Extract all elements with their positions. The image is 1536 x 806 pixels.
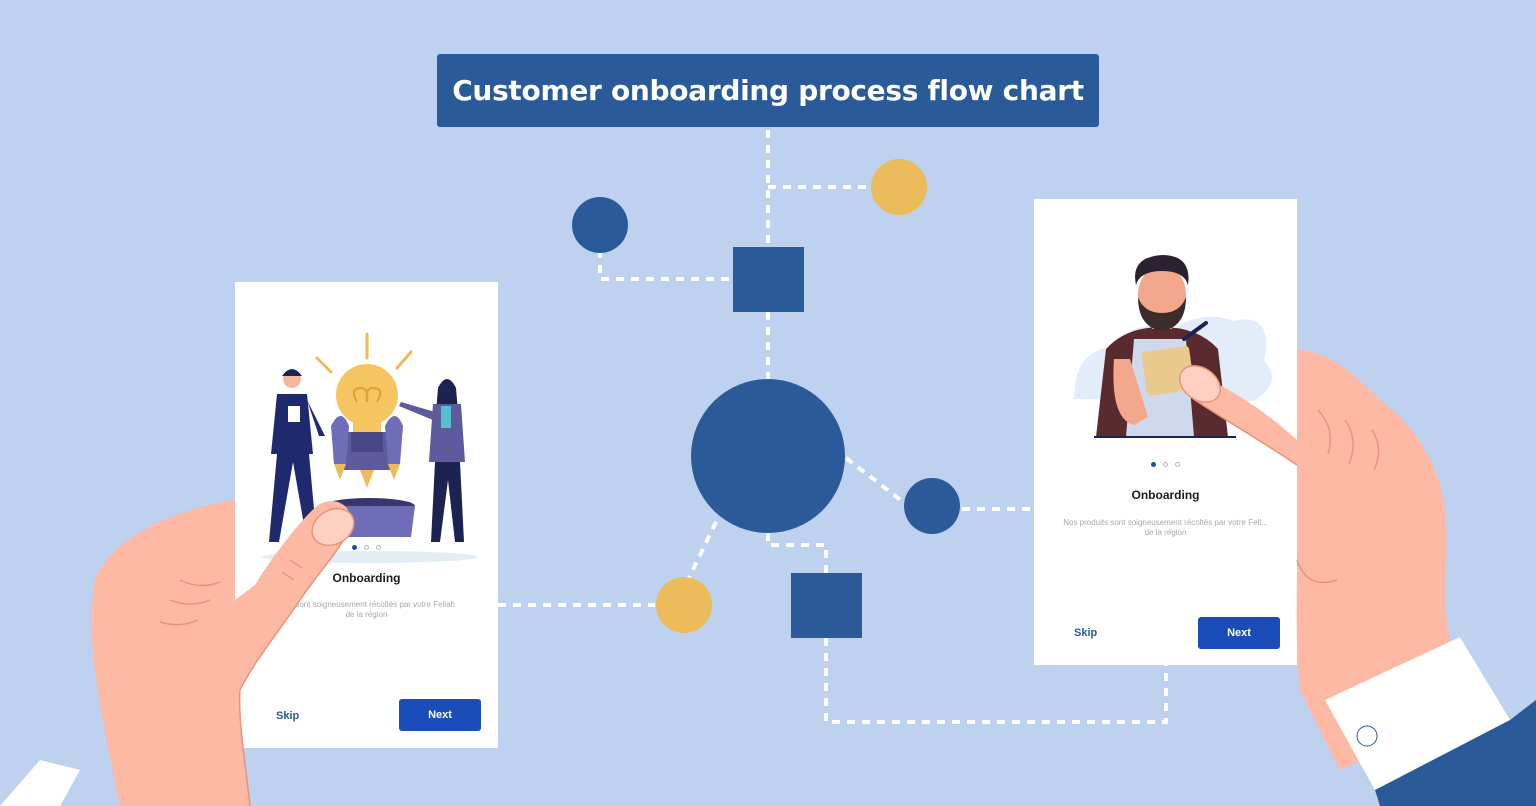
lightbulb-rocket-team-illustration <box>262 332 478 563</box>
next-button[interactable]: Next <box>399 699 481 731</box>
connector-hub-to-yellow-circle-bottom <box>687 521 718 579</box>
page-title: Customer onboarding process flow chart <box>452 74 1084 107</box>
phone-screen-right: Onboarding Nos produits sont soigneuseme… <box>1034 199 1297 665</box>
flow-circle-left <box>572 197 628 253</box>
phone-screen-left: Onboarding ...os sont soigneusement réco… <box>235 282 498 748</box>
accent-circle-top <box>871 159 927 215</box>
skip-button[interactable]: Skip <box>1074 627 1098 639</box>
title-banner: Customer onboarding process flow chart <box>437 54 1099 127</box>
flow-square-top <box>733 247 804 312</box>
onboarding-description: ...os sont soigneusement récoltés par vo… <box>278 600 455 619</box>
skip-button[interactable]: Skip <box>276 710 300 722</box>
connector-left-circle-to-square <box>598 250 733 281</box>
pager-dot-1[interactable] <box>352 545 357 550</box>
bearded-man-notepad-illustration <box>1074 255 1272 438</box>
flow-circle-right <box>904 478 960 534</box>
onboarding-title: Onboarding <box>1131 488 1200 502</box>
accent-circle-bottom <box>656 577 712 633</box>
connector-bottom-square-to-right-phone <box>824 638 1168 724</box>
flow-square-bottom <box>791 573 862 638</box>
pager-dot-1[interactable] <box>1151 462 1156 467</box>
pager-dots <box>1034 462 1297 470</box>
next-button[interactable]: Next <box>1198 617 1280 649</box>
pager-dot-3[interactable] <box>1175 462 1180 467</box>
pager-dots <box>235 545 498 553</box>
pager-dot-3[interactable] <box>376 545 381 550</box>
pager-dot-2[interactable] <box>1163 462 1168 467</box>
connector-hub-to-bottom-square <box>766 533 828 573</box>
onboarding-title: Onboarding <box>332 571 401 585</box>
hub-circle <box>691 379 845 533</box>
connector-hub-to-small-circle <box>844 456 909 507</box>
pager-dot-2[interactable] <box>364 545 369 550</box>
onboarding-description: Nos produits sont soigneusement récoltés… <box>1063 518 1268 537</box>
